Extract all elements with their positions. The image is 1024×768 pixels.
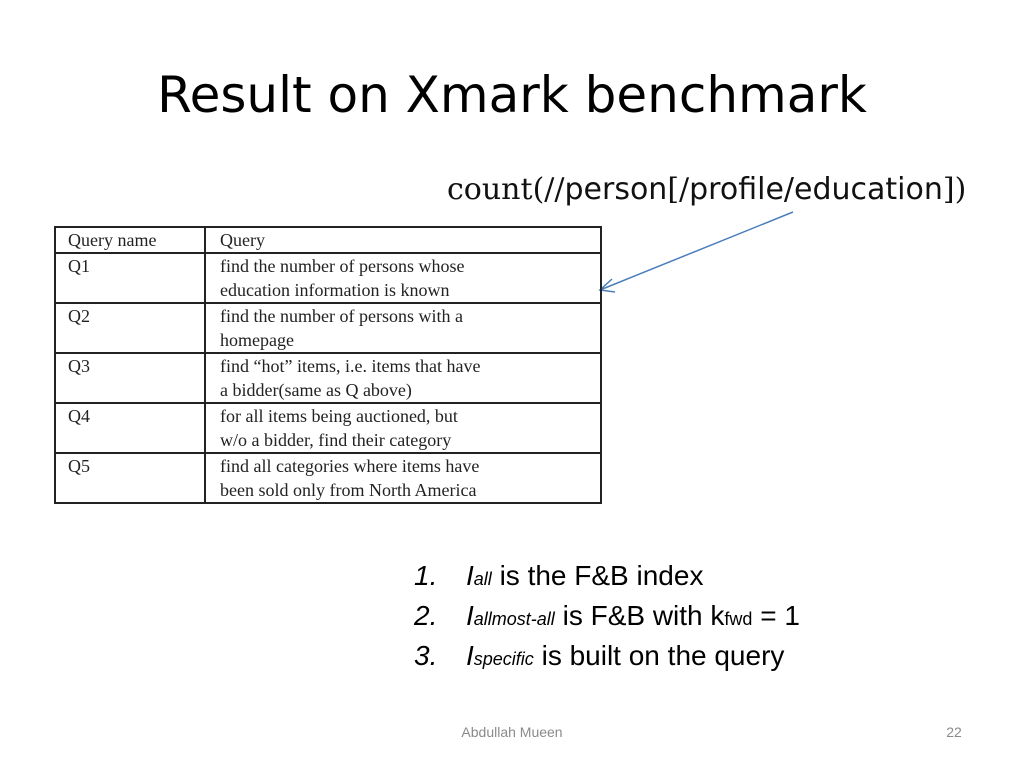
table-row: Q2 find the number of persons with a home… [54, 302, 602, 354]
query-name-cell: Q5 [54, 452, 206, 504]
table-row: Q4 for all items being auctioned, but w/o… [54, 402, 602, 454]
table-row: Q5 find all categories where items have b… [54, 452, 602, 504]
query-name-cell: Q1 [54, 252, 206, 304]
query-table: Query name Query Q1 find the number of p… [54, 226, 602, 504]
table-header-row: Query name Query [54, 226, 602, 254]
index-symbol: I [466, 640, 474, 671]
formula-path-profile: profile/education [689, 172, 943, 207]
footer-author: Abdullah Mueen [461, 724, 563, 740]
slide-title: Result on Xmark benchmark [157, 66, 867, 124]
arrow-line [599, 211, 794, 291]
formula-open: (// [532, 172, 565, 207]
header-query-name: Query name [54, 226, 206, 254]
index-symbol: I [466, 560, 474, 591]
query-cell: find the number of persons whose educatio… [204, 252, 602, 304]
page-number: 22 [946, 724, 962, 740]
query-name-cell: Q3 [54, 352, 206, 404]
table-row: Q3 find “hot” items, i.e. items that hav… [54, 352, 602, 404]
table-row: Q1 find the number of persons whose educa… [54, 252, 602, 304]
query-cell: find “hot” items, i.e. items that have a … [204, 352, 602, 404]
query-line: for all items being auctioned, but [220, 406, 458, 426]
query-name-cell: Q4 [54, 402, 206, 454]
query-line: a bidder(same as Q above) [220, 380, 412, 400]
index-symbol: I [466, 600, 474, 631]
query-name-cell: Q2 [54, 302, 206, 354]
formula-close: ]) [942, 172, 967, 207]
note-text: is the F&B index [491, 560, 704, 591]
query-line: find “hot” items, i.e. items that have [220, 356, 481, 376]
header-query: Query [204, 226, 602, 254]
formula-bracket-open: [/ [667, 172, 690, 207]
query-line: homepage [220, 330, 294, 350]
query-cell: find all categories where items have been… [204, 452, 602, 504]
note-text-tail: = 1 [752, 600, 800, 631]
note-text: is F&B with k [554, 600, 725, 631]
query-line: find the number of persons whose [220, 256, 465, 276]
note-number: 3. [414, 640, 438, 671]
formula-path-person: person [564, 172, 668, 207]
xpath-formula: count(//person[/profile/education]) [447, 170, 1017, 210]
query-cell: for all items being auctioned, but w/o a … [204, 402, 602, 454]
query-line: w/o a bidder, find their category [220, 430, 452, 450]
query-cell: find the number of persons with a homepag… [204, 302, 602, 354]
query-line: been sold only from North America [220, 480, 477, 500]
note-number: 2. [414, 600, 438, 631]
note-text: is built on the query [533, 640, 785, 671]
query-line: find all categories where items have [220, 456, 480, 476]
note-number: 1. [414, 560, 438, 591]
formula-function: count [447, 172, 533, 207]
query-line: education information is known [220, 280, 450, 300]
query-line: find the number of persons with a [220, 306, 463, 326]
